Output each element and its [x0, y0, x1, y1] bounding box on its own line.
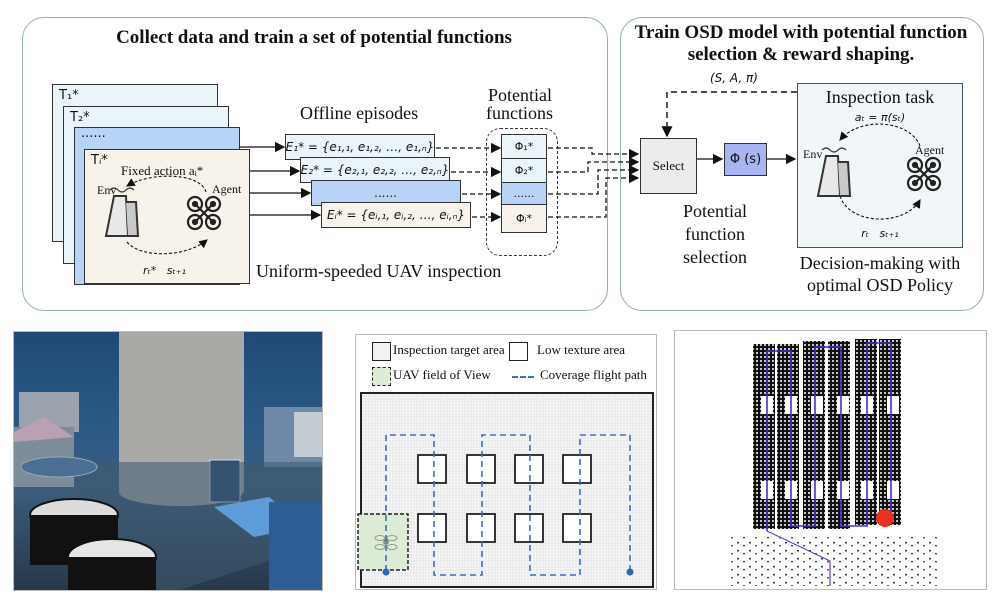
- distant-tank: [20, 456, 98, 478]
- right-caption: Decision-making with optimal OSD Policy: [770, 252, 990, 296]
- point-cloud-columns: [753, 339, 901, 529]
- inspection-drone-icon: [906, 156, 942, 192]
- path-end-point: [626, 568, 634, 576]
- legend-path-label: Coverage flight path: [540, 367, 647, 382]
- selection-caption-1: Potential: [683, 201, 747, 221]
- feedback-label: rₜ* sₜ₊₁: [143, 264, 186, 277]
- phi-label: Φ (s): [729, 152, 762, 167]
- coverage-flight-path: [385, 434, 631, 576]
- coverage-map-panel: Inspection target area Low texture area …: [355, 334, 657, 590]
- inspection-task-title: Inspection task: [825, 87, 935, 107]
- select-box: Select: [640, 138, 697, 194]
- potential-2: Φ₂*: [501, 158, 547, 183]
- left-feedback-loop-arrow: [126, 239, 208, 255]
- drone-position-marker: [876, 509, 894, 527]
- legend-fov-label: UAV field of View: [393, 367, 491, 382]
- arrow-potential-select-2: [548, 156, 640, 173]
- right-panel-title-1: Train OSD model with potential function: [634, 22, 968, 43]
- point-cloud-image: [674, 330, 987, 590]
- episode-1: E₁* = {e₁,₁, e₁,₂, …, e₁,ₙ}: [285, 134, 435, 160]
- legend-fov-swatch: [372, 367, 391, 386]
- potential-i: Φᵢ*: [501, 204, 547, 233]
- feedback-arrow: [661, 91, 797, 138]
- potential-group: [486, 128, 558, 256]
- select-label: Select: [652, 158, 685, 173]
- selection-caption-2: function: [685, 224, 745, 244]
- left-action-loop-arrow: [126, 175, 207, 193]
- inspection-cooling-tower-icon: [816, 147, 852, 197]
- agent-label: Agent: [212, 182, 242, 196]
- task-card-i-label: Tᵢ*: [91, 153, 108, 168]
- cargo-containers: [269, 502, 322, 590]
- env-label: Env: [97, 183, 117, 197]
- fixed-action-label: Fixed action aᵢ*: [121, 163, 204, 178]
- task-card-ellipsis-label: ......: [81, 126, 106, 141]
- uav-marker-icon: [374, 535, 398, 550]
- arrow-potential-select-3: [548, 164, 640, 195]
- episode-2: E₂* = {e₂,₁, e₂,₂, …, e₂,ₙ}: [300, 157, 450, 183]
- potential-stack: Φ₁* Φ₂* ...... Φᵢ*: [501, 134, 547, 250]
- right-action-loop-arrow: [839, 123, 921, 147]
- legend-target-label: Inspection target area: [393, 342, 505, 357]
- legend-path-swatch: [512, 376, 534, 378]
- task-card-1-label: T₁*: [59, 88, 79, 103]
- point-cloud-art: [730, 339, 940, 586]
- drone-icon: [186, 195, 222, 231]
- right-panel-title-2: selection & reward shaping.: [687, 44, 915, 65]
- phi-box: Φ (s): [724, 143, 767, 176]
- right-caption-2: optimal OSD Policy: [806, 275, 953, 295]
- uav-field-of-view: [357, 513, 409, 571]
- coverage-map-art: [357, 392, 654, 588]
- feedback-sa-pi-label: (S, A, π): [710, 71, 758, 85]
- potential-to-select-arrows: [548, 147, 640, 218]
- selection-caption-3: selection: [683, 247, 747, 267]
- right-caption-1: Decision-making with: [799, 253, 961, 273]
- arrow-potential-select-1: [548, 147, 640, 160]
- potential-1: Φ₁*: [501, 134, 547, 159]
- task-card-2-label: T₂*: [70, 110, 90, 125]
- episodes-heading: Offline episodes: [300, 103, 419, 123]
- potential-heading-1: Potential: [488, 85, 552, 105]
- legend-target-swatch: [372, 342, 391, 361]
- task-to-episode-arrows: [240, 141, 322, 221]
- path-start-point: [382, 568, 390, 576]
- inspection-area: [360, 392, 654, 588]
- simulation-scene-art: [14, 332, 322, 590]
- takeoff-trajectory: [766, 530, 831, 586]
- ground-sparse-points: [730, 536, 940, 586]
- right-feedback-loop-arrow: [839, 195, 921, 220]
- simulation-scene-image: [13, 331, 323, 591]
- arrow-potential-select-4: [548, 172, 640, 218]
- inspection-feedback: rₜ sₜ₊₁: [861, 227, 899, 240]
- low-texture-areas: [417, 454, 592, 543]
- cooling-tower-icon: [104, 187, 140, 237]
- selection-caption: Potential function selection: [660, 200, 770, 269]
- trajectory-line: [766, 342, 892, 531]
- potential-heading-2: functions: [486, 103, 553, 123]
- episode-i: Eᵢ* = {eᵢ,₁, eᵢ,₂, …, eᵢ,ₙ}: [321, 202, 471, 228]
- left-caption: Uniform-speeded UAV inspection: [256, 261, 502, 281]
- episode-to-potential-arrows: [436, 142, 502, 223]
- action-equation: aₜ = π(sₜ): [854, 111, 906, 124]
- left-panel-title: Collect data and train a set of potentia…: [116, 27, 512, 48]
- legend-low-texture-label: Low texture area: [537, 342, 626, 357]
- inspection-env-label: Env: [803, 147, 823, 161]
- inspection-agent-label: Agent: [915, 143, 945, 157]
- legend-low-texture-swatch: [509, 342, 528, 361]
